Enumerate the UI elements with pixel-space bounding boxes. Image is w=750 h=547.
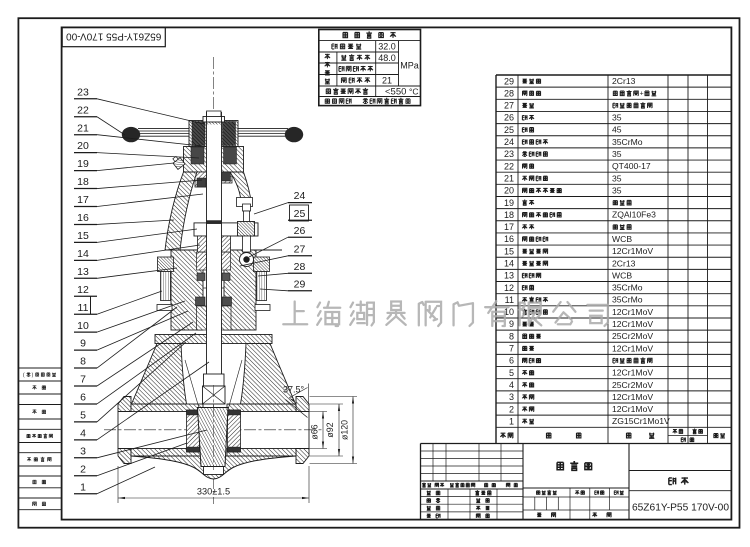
svg-text:18: 18 xyxy=(504,210,514,220)
svg-text:8: 8 xyxy=(509,331,514,341)
svg-text:28: 28 xyxy=(504,88,514,98)
svg-text:12Cr1MoV: 12Cr1MoV xyxy=(612,404,653,414)
svg-text:2: 2 xyxy=(80,463,86,475)
svg-text:4: 4 xyxy=(509,380,514,390)
svg-text:WCB: WCB xyxy=(612,270,632,280)
svg-text:10: 10 xyxy=(77,320,89,332)
svg-text:45: 45 xyxy=(612,125,622,135)
svg-text:12Cr1MoV: 12Cr1MoV xyxy=(612,319,653,329)
svg-text:(: ( xyxy=(23,372,25,378)
svg-text:16: 16 xyxy=(504,234,514,244)
svg-text:25: 25 xyxy=(294,208,306,220)
svg-text:25Cr2MoV: 25Cr2MoV xyxy=(612,331,653,341)
svg-text:8: 8 xyxy=(80,356,86,368)
svg-text:19: 19 xyxy=(504,198,514,208)
svg-text:65Z61Y-P55 170V-00: 65Z61Y-P55 170V-00 xyxy=(632,503,729,514)
svg-text:6: 6 xyxy=(80,392,86,404)
svg-text:°C: °C xyxy=(409,87,419,97)
svg-text:13: 13 xyxy=(77,266,89,278)
svg-text:5: 5 xyxy=(509,368,514,378)
svg-text:32.0: 32.0 xyxy=(378,42,396,52)
svg-text:9: 9 xyxy=(80,338,86,350)
svg-text:26: 26 xyxy=(294,225,306,237)
svg-text:ø120: ø120 xyxy=(340,420,350,440)
svg-text:19: 19 xyxy=(77,158,89,170)
svg-text:37.5°: 37.5° xyxy=(283,385,305,395)
svg-text:<550: <550 xyxy=(385,87,406,98)
svg-text:15: 15 xyxy=(77,230,89,242)
svg-text:9: 9 xyxy=(509,319,514,329)
svg-text:14: 14 xyxy=(77,248,89,260)
svg-text:ø66: ø66 xyxy=(310,424,320,439)
svg-text:21: 21 xyxy=(77,122,89,134)
svg-text:24: 24 xyxy=(294,190,306,202)
svg-text:+: + xyxy=(640,91,644,98)
svg-text:24: 24 xyxy=(504,137,514,147)
svg-text:35CrMo: 35CrMo xyxy=(612,283,643,293)
svg-text:1: 1 xyxy=(509,416,514,426)
svg-text:WCB: WCB xyxy=(612,234,632,244)
svg-text:12Cr1MoV: 12Cr1MoV xyxy=(612,246,653,256)
svg-text:12Cr1MoV: 12Cr1MoV xyxy=(612,368,653,378)
svg-text:27: 27 xyxy=(504,101,514,111)
svg-text:330±1.5: 330±1.5 xyxy=(197,487,230,497)
svg-text:35CrMo: 35CrMo xyxy=(612,295,643,305)
svg-text:21: 21 xyxy=(504,174,514,184)
svg-text:14: 14 xyxy=(504,259,514,269)
svg-text:23: 23 xyxy=(77,86,89,98)
svg-text:29: 29 xyxy=(294,278,306,290)
svg-text:25: 25 xyxy=(504,125,514,135)
svg-text:2Cr13: 2Cr13 xyxy=(612,76,636,86)
svg-text:13: 13 xyxy=(504,271,514,281)
svg-text:QT400-17: QT400-17 xyxy=(612,161,651,171)
svg-text:29: 29 xyxy=(504,76,514,86)
svg-text:22: 22 xyxy=(77,104,89,116)
svg-text:12Cr1MoV: 12Cr1MoV xyxy=(612,392,653,402)
svg-text:3: 3 xyxy=(80,445,86,457)
svg-text:21: 21 xyxy=(382,76,392,86)
svg-text:): ) xyxy=(32,372,34,378)
svg-text:11: 11 xyxy=(78,302,89,314)
svg-text:2: 2 xyxy=(509,404,514,414)
svg-text:22: 22 xyxy=(504,161,514,171)
svg-text:17: 17 xyxy=(77,194,89,206)
svg-text:35: 35 xyxy=(612,113,622,123)
svg-text:65Z61Y-P55 170V-00: 65Z61Y-P55 170V-00 xyxy=(66,30,162,41)
svg-text:27: 27 xyxy=(294,243,306,255)
svg-text:4: 4 xyxy=(80,427,86,439)
svg-text:10: 10 xyxy=(504,307,514,317)
svg-text:12: 12 xyxy=(77,284,89,296)
svg-text:6: 6 xyxy=(509,356,514,366)
svg-text:35: 35 xyxy=(612,185,622,195)
svg-text:25Cr2MoV: 25Cr2MoV xyxy=(612,380,653,390)
svg-text:35: 35 xyxy=(612,173,622,183)
svg-text:ø92: ø92 xyxy=(325,422,335,437)
svg-text:20: 20 xyxy=(504,186,514,196)
svg-text:ZG15Cr1Mo1V: ZG15Cr1Mo1V xyxy=(612,416,670,426)
svg-text:23: 23 xyxy=(504,149,514,159)
svg-text:5: 5 xyxy=(80,410,86,422)
svg-text:7: 7 xyxy=(509,344,514,354)
svg-text:ZQAl10Fe3: ZQAl10Fe3 xyxy=(612,210,656,220)
svg-text:35CrMo: 35CrMo xyxy=(612,137,643,147)
svg-text:12: 12 xyxy=(504,283,514,293)
svg-text:15: 15 xyxy=(504,246,514,256)
svg-text:3: 3 xyxy=(509,392,514,402)
svg-text:12Cr1MoV: 12Cr1MoV xyxy=(612,307,653,317)
svg-text:MPa: MPa xyxy=(400,61,419,71)
svg-text:16: 16 xyxy=(77,212,89,224)
svg-text:48.0: 48.0 xyxy=(378,53,396,63)
svg-text:35: 35 xyxy=(612,149,622,159)
svg-text:26: 26 xyxy=(504,113,514,123)
svg-text:18: 18 xyxy=(77,176,89,188)
svg-text:2Cr13: 2Cr13 xyxy=(612,258,636,268)
svg-text:28: 28 xyxy=(294,261,306,273)
svg-text:11: 11 xyxy=(505,295,514,305)
svg-text:17: 17 xyxy=(504,222,514,232)
svg-text:7: 7 xyxy=(80,374,86,386)
svg-text:12Cr1MoV: 12Cr1MoV xyxy=(612,343,653,353)
svg-text:1: 1 xyxy=(80,481,86,493)
svg-text:20: 20 xyxy=(77,140,89,152)
